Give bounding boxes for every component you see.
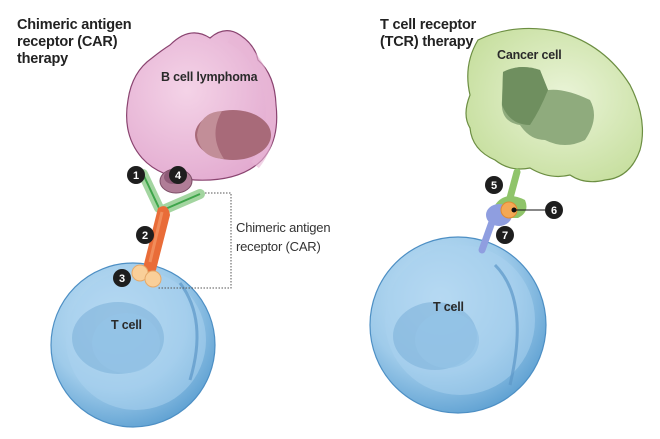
tcr-t-cell-label: T cell [433, 300, 464, 314]
svg-text:3: 3 [119, 273, 125, 285]
marker-3: 3 [113, 269, 131, 287]
car-therapy-title: Chimeric antigen receptor (CAR) therapy [17, 17, 132, 68]
annotation-line: receptor (CAR) [236, 239, 321, 254]
title-line: (TCR) therapy [380, 34, 474, 50]
title-line: T cell receptor [380, 17, 477, 33]
cancer-cell [465, 27, 644, 183]
marker-4: 4 [169, 166, 187, 184]
marker-7: 7 [496, 226, 514, 244]
annotation-line: Chimeric antigen [236, 220, 331, 235]
title-line: receptor (CAR) [17, 34, 118, 50]
title-line: therapy [17, 51, 68, 67]
svg-text:2: 2 [142, 230, 148, 242]
car-bracket [158, 192, 232, 289]
tcr-t-cell [369, 236, 547, 414]
car-annotation: Chimeric antigen receptor (CAR) [236, 218, 331, 256]
car-t-cell [50, 262, 216, 428]
marker-1: 1 [127, 166, 145, 184]
svg-text:4: 4 [175, 170, 182, 182]
marker-2: 2 [136, 226, 154, 244]
cancer-cell-label: Cancer cell [497, 48, 562, 62]
svg-text:1: 1 [133, 170, 139, 182]
tcr-complex [478, 168, 545, 254]
title-line: Chimeric antigen [17, 17, 132, 33]
car-t-cell-label: T cell [111, 318, 142, 332]
tcr-therapy-title: T cell receptor (TCR) therapy [380, 17, 476, 51]
b-cell-lymphoma-label: B cell lymphoma [161, 70, 258, 84]
marker-6: 6 [545, 201, 563, 219]
marker-5: 5 [485, 176, 503, 194]
svg-text:6: 6 [551, 205, 557, 217]
svg-text:5: 5 [491, 180, 497, 192]
b-cell-lymphoma [126, 30, 278, 181]
svg-text:7: 7 [502, 230, 508, 242]
